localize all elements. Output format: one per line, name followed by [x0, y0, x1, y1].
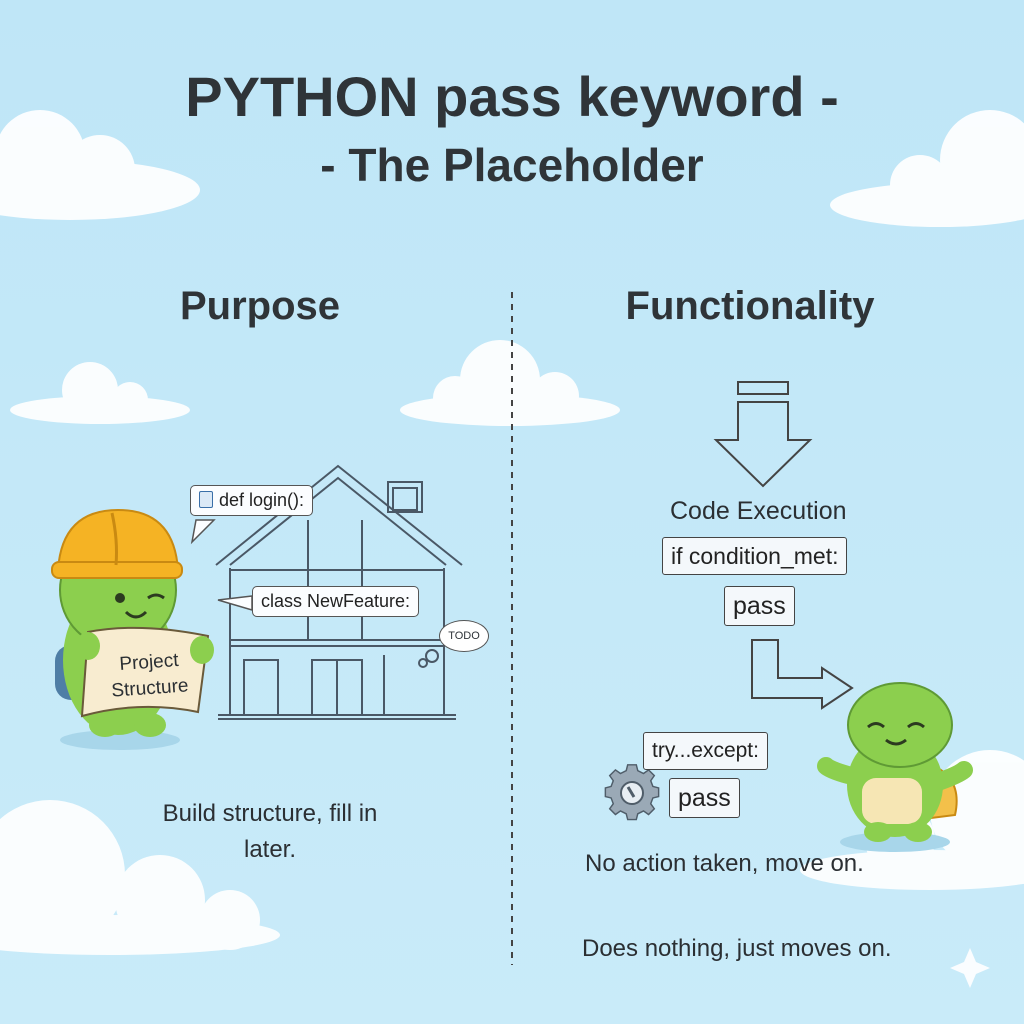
house-illustration	[215, 464, 463, 720]
builder-turtle	[51, 508, 214, 750]
cloud-icon	[0, 110, 200, 220]
def-login-bubble: def login():	[190, 485, 314, 516]
def-login-text: def login():	[219, 490, 305, 510]
cloud-icon	[0, 800, 280, 955]
code-execution-label: Code Execution	[670, 497, 847, 525]
gear-icon	[604, 764, 660, 821]
pass-code-2: pass	[669, 778, 740, 818]
if-condition-code: if condition_met:	[662, 537, 848, 575]
does-nothing-caption: Does nothing, just moves on.	[582, 935, 892, 962]
title-line-1: PYTHON pass keyword -	[185, 65, 839, 128]
try-except-code: try...except:	[643, 732, 768, 770]
cloud-icon	[830, 110, 1024, 227]
clipboard-icon	[199, 491, 213, 508]
sparkle-icon	[950, 948, 990, 988]
title-line-2: - The Placeholder	[320, 139, 704, 191]
down-arrow-icon	[713, 381, 813, 488]
functionality-heading: Functionality	[625, 284, 875, 328]
relaxed-turtle	[817, 682, 973, 852]
purpose-heading: Purpose	[179, 284, 341, 328]
bent-arrow-icon	[751, 639, 854, 710]
cloud-icon	[400, 340, 620, 426]
purpose-caption-line-1: Build structure, fill in	[162, 800, 378, 827]
pass-code-1: pass	[724, 586, 795, 626]
no-action-caption: No action taken, move on.	[585, 850, 864, 877]
purpose-caption-line-2: later.	[243, 836, 297, 863]
cloud-icon	[10, 362, 190, 424]
class-newfeature-bubble: class NewFeature:	[252, 586, 420, 617]
todo-thought-bubble: TODO	[439, 620, 489, 652]
